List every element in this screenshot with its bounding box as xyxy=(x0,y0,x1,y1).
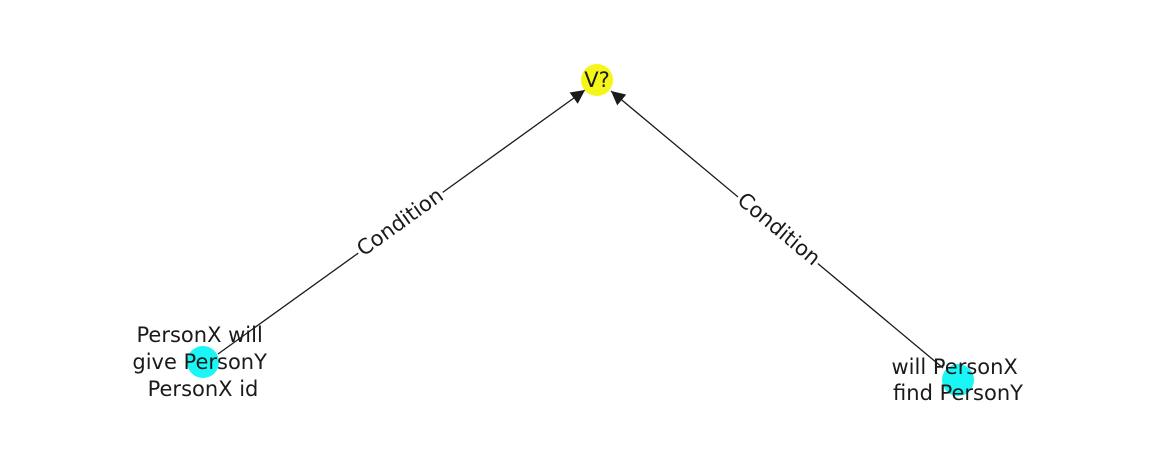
node-left-label: PersonX will give PersonY PersonX id xyxy=(132,323,273,401)
node-left-label-line-3: PersonX id xyxy=(148,377,259,401)
node-right-label: will PersonX find PersonY xyxy=(892,355,1025,405)
edge-left-label-text: Condition xyxy=(352,183,447,261)
edge-right-label: Condition xyxy=(729,184,829,274)
node-target-label: V? xyxy=(584,68,610,92)
node-right-label-line-2: find PersonY xyxy=(893,381,1023,405)
node-target-circle xyxy=(581,64,613,96)
node-right-label-line-1: will PersonX xyxy=(892,355,1018,379)
node-right-circle xyxy=(942,364,974,396)
node-left-label-line-2: give PersonY xyxy=(132,350,267,374)
node-left-circle xyxy=(187,346,219,378)
edge-right-label-text: Condition xyxy=(733,188,825,271)
node-left-label-line-1: PersonX will xyxy=(137,323,263,347)
edge-left-label: Condition xyxy=(349,179,451,265)
